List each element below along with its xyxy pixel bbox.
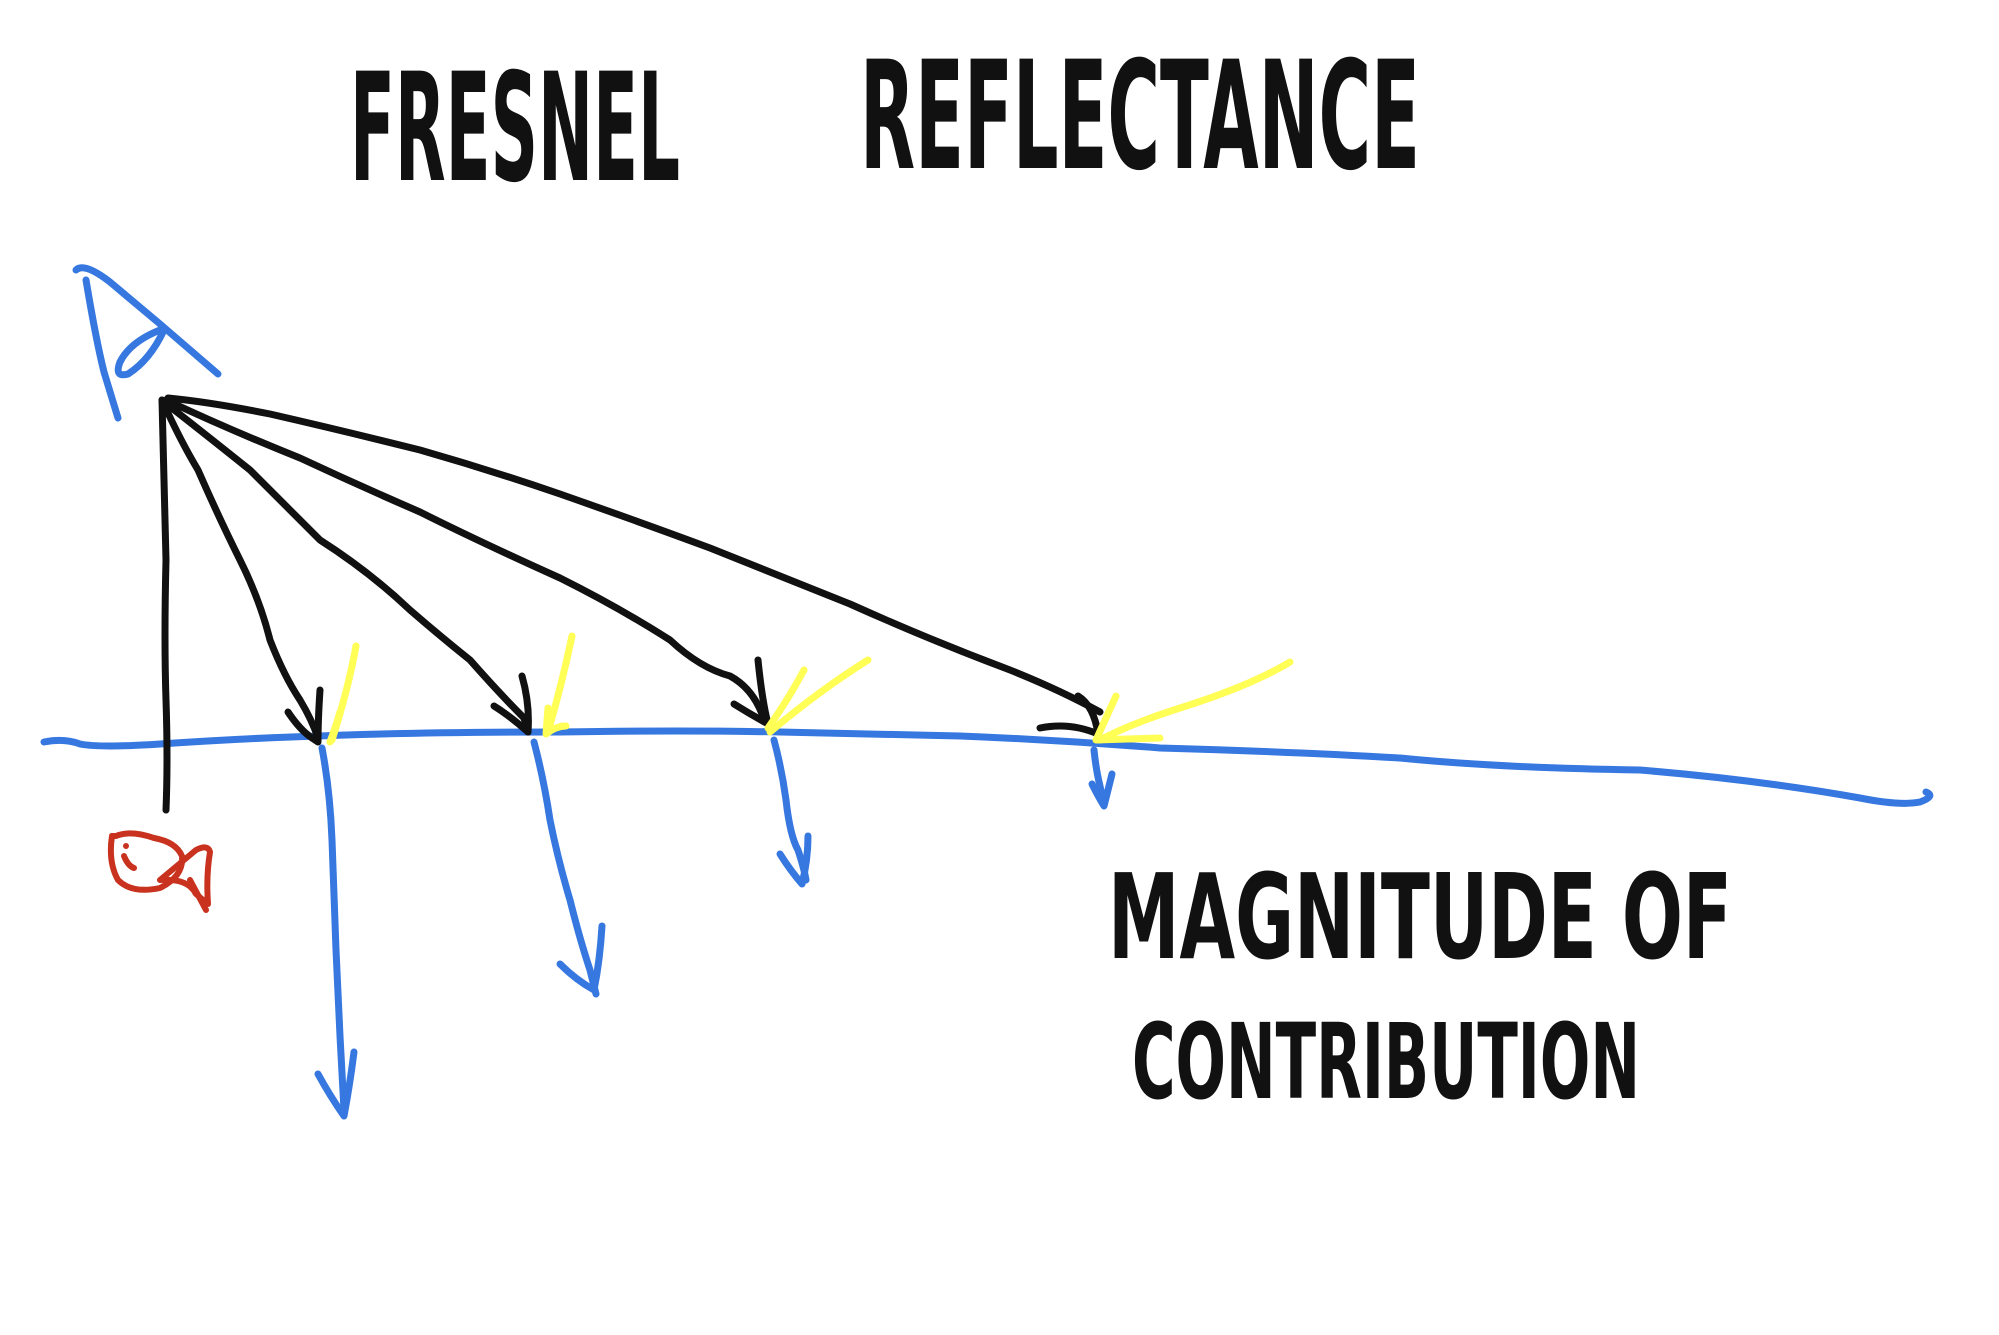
refracted-ray-2-arrowhead bbox=[556, 922, 606, 994]
refracted-ray-3 bbox=[770, 736, 810, 884]
caption-line-2: CONTRIBUTION bbox=[1132, 1001, 1640, 1123]
light-ray-2-arrowhead bbox=[542, 704, 570, 738]
fish-eye bbox=[123, 843, 129, 849]
light-ray-4-arrowhead bbox=[1092, 692, 1164, 744]
view-ray-4 bbox=[164, 394, 1104, 716]
light-ray-1-arrowhead bbox=[326, 708, 344, 746]
view-ray-3 bbox=[162, 396, 766, 718]
view-ray-4-arrowhead bbox=[1036, 692, 1102, 738]
light-ray-2 bbox=[544, 632, 576, 736]
refracted-ray-4-arrowhead bbox=[1088, 770, 1116, 810]
refracted-ray-1-arrowhead bbox=[314, 1048, 358, 1120]
refracted-ray-3-arrowhead bbox=[776, 832, 812, 888]
view-ray-1 bbox=[158, 396, 322, 742]
title-word-reflectance: REFLECTANCE bbox=[860, 30, 1420, 204]
refracted-ray-2 bbox=[530, 738, 600, 998]
view-ray-2 bbox=[160, 398, 532, 736]
refracted-rays bbox=[314, 736, 1116, 1120]
vertical-sight-line bbox=[158, 396, 171, 814]
caption-line-1: MAGNITUDE OF bbox=[1108, 848, 1732, 986]
view-ray-1-arrowhead bbox=[284, 686, 324, 746]
light-ray-4 bbox=[1096, 658, 1294, 744]
title-word-fresnel: FRESNEL bbox=[350, 42, 680, 216]
light-rays bbox=[326, 632, 1294, 746]
fish-icon bbox=[107, 830, 213, 913]
light-ray-3-arrowhead bbox=[764, 666, 808, 732]
view-rays bbox=[158, 394, 1104, 746]
water-surface-line bbox=[40, 727, 1934, 807]
eye-icon bbox=[72, 264, 222, 422]
view-ray-2-arrowhead bbox=[490, 672, 532, 736]
light-ray-3 bbox=[766, 656, 872, 736]
refracted-ray-1 bbox=[318, 744, 348, 1114]
view-ray-3-arrowhead bbox=[730, 656, 772, 728]
